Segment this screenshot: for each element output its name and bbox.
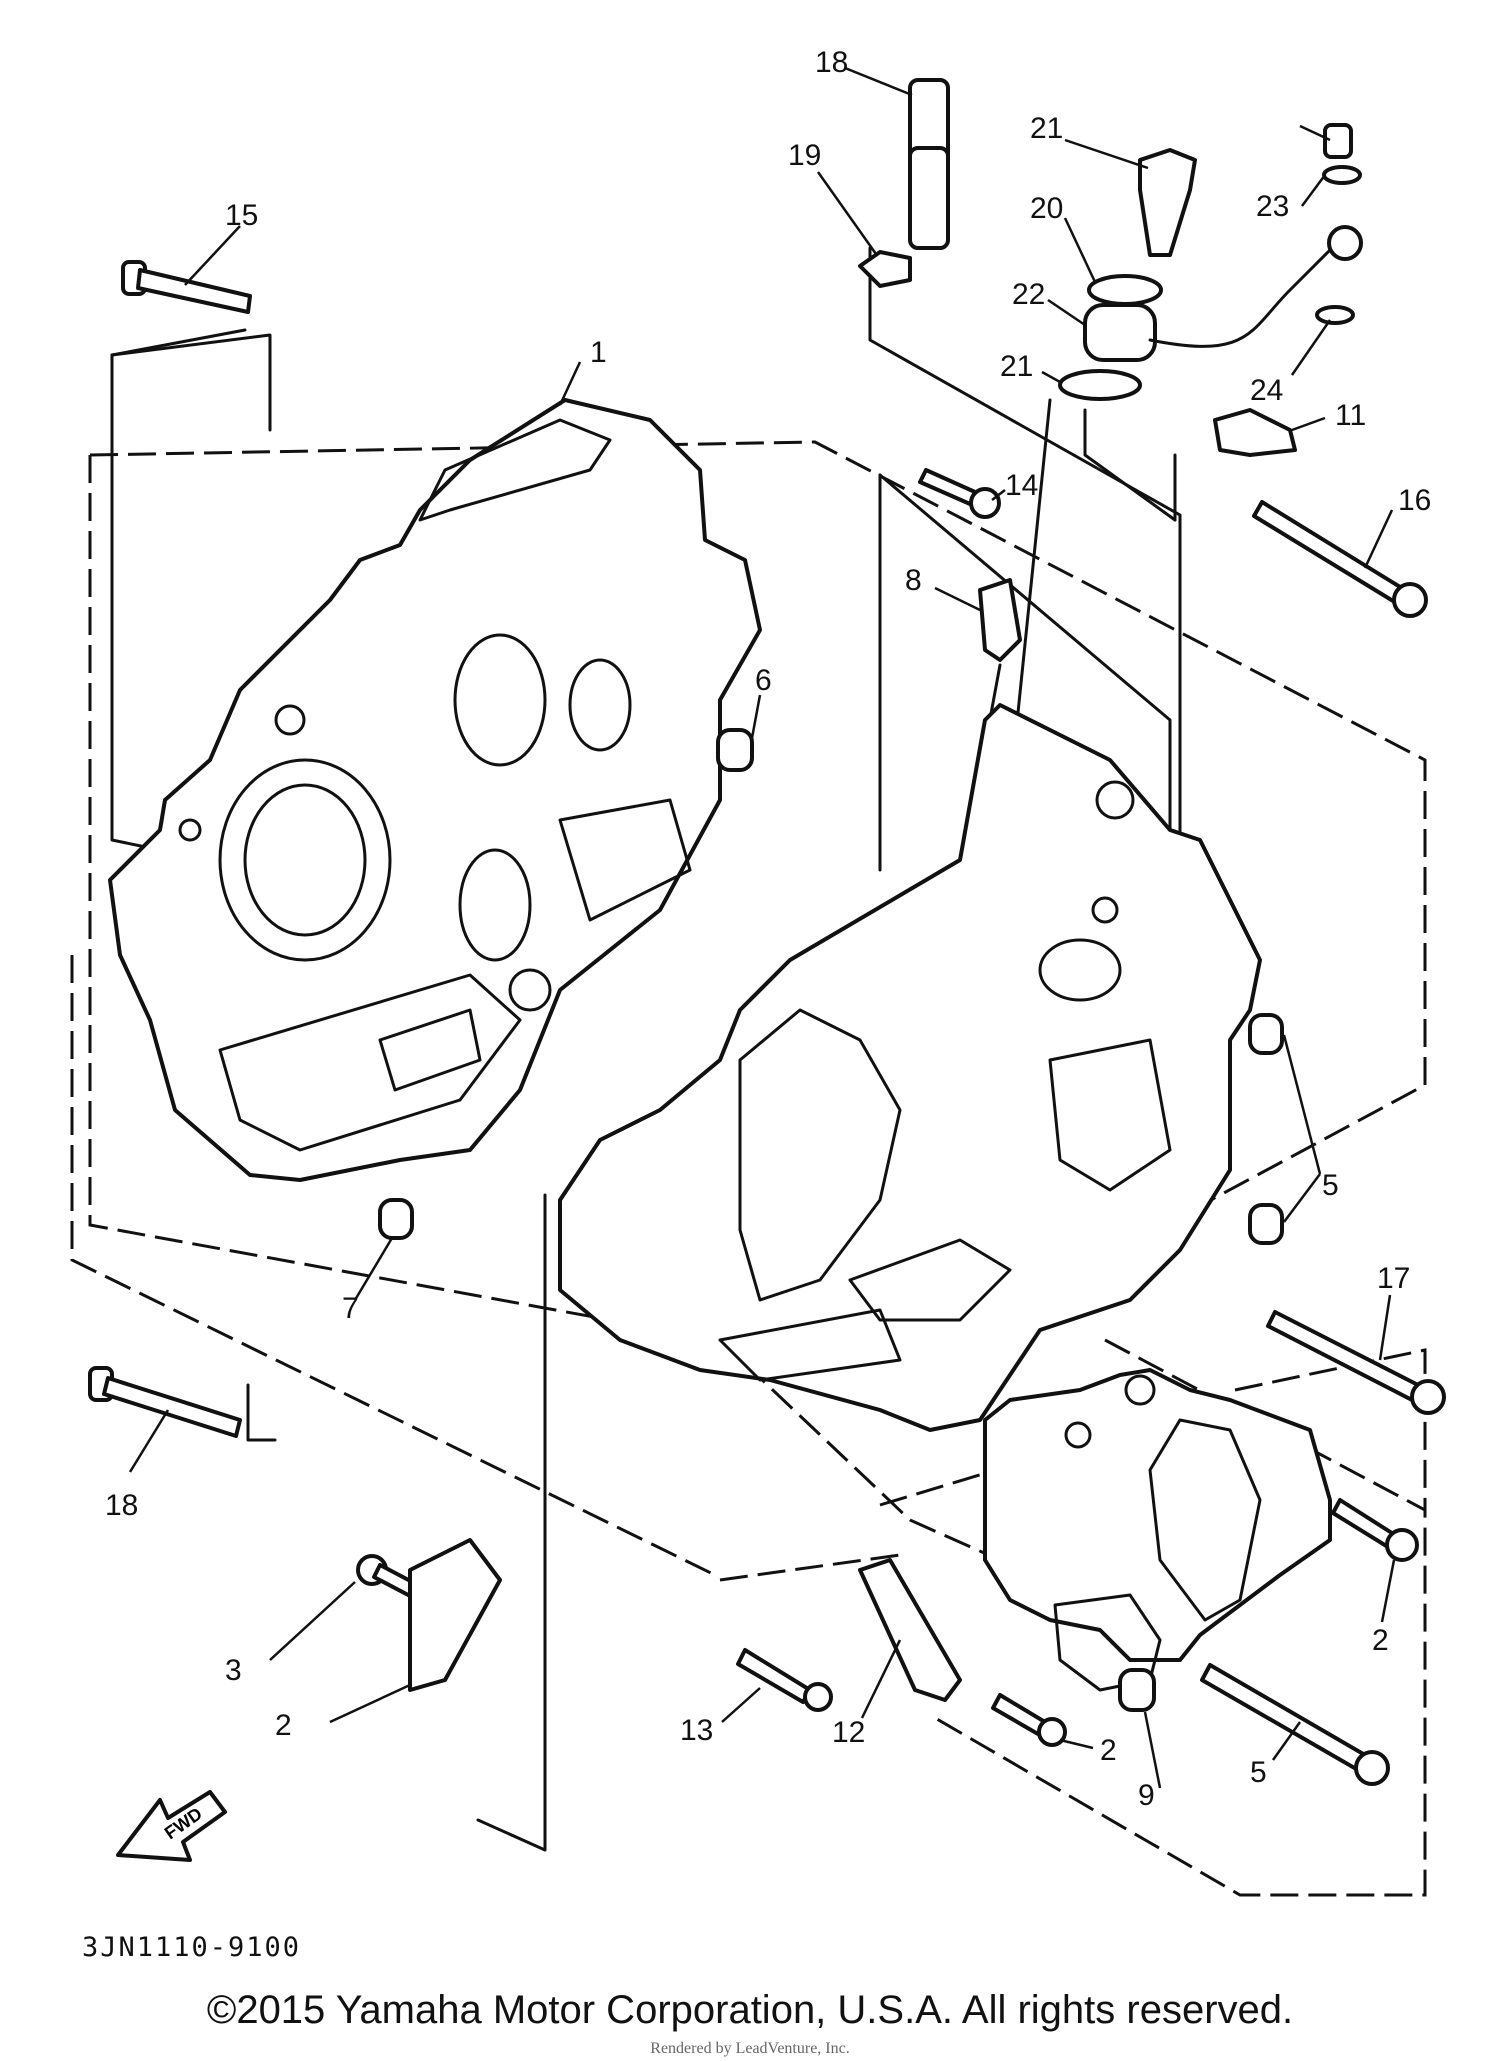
callout-24: 3 — [225, 1654, 242, 1687]
bolts — [88, 260, 1446, 1786]
hose-16 — [908, 146, 950, 250]
callout-labels: 18 19 21 20 22 21 23 24 11 16 14 8 15 1 … — [105, 46, 1431, 1812]
bolt-24 — [356, 1554, 420, 1599]
callout-19: 21 — [1030, 112, 1063, 145]
callout-18-lower: 21 — [1000, 350, 1033, 383]
callout-7: 9 — [1138, 1779, 1155, 1812]
oil-pipe — [1148, 248, 1332, 348]
bolt-12 — [121, 260, 252, 314]
fitting-6 — [978, 578, 1022, 662]
plate-23 — [408, 1538, 502, 1692]
gasket-18-upper — [1087, 274, 1163, 306]
bolt-2-lower — [991, 1693, 1067, 1747]
callout-16: 18 — [815, 46, 848, 79]
callout-12: 15 — [225, 199, 258, 232]
right-crankcase-half — [558, 703, 1262, 1432]
left-crankcase-half — [108, 398, 762, 1182]
crankcase-cover — [983, 1368, 1332, 1692]
dowel-5-lower — [378, 1198, 414, 1240]
dowel-3-lower — [1248, 1203, 1284, 1245]
dowel-5-upper — [716, 728, 754, 772]
callout-17: 19 — [788, 139, 821, 172]
clamp-17 — [858, 250, 912, 288]
callout-1: 1 — [590, 336, 607, 369]
gasket-18-lower — [1058, 369, 1142, 401]
gasket-21-upper — [1322, 165, 1362, 185]
callout-4: 5 — [1250, 1756, 1267, 1789]
bolt-14 — [1266, 1310, 1446, 1415]
bolt-10 — [918, 468, 1001, 519]
union-bolt-22 — [1323, 123, 1353, 159]
callout-5-lower: 7 — [342, 1292, 359, 1325]
fwd-arrow: FWD — [116, 1790, 227, 1862]
callout-3: 5 — [1322, 1169, 1339, 1202]
bolt-2-upper — [1331, 1498, 1419, 1562]
callout-15: 18 — [105, 1489, 138, 1522]
callout-10: 14 — [1005, 469, 1038, 502]
collar-7 — [1118, 1668, 1156, 1712]
callout-18-upper: 20 — [1030, 192, 1063, 225]
copyright-notice: ©2015 Yamaha Motor Corporation, U.S.A. A… — [206, 1988, 1294, 2032]
callout-9: 12 — [832, 1716, 865, 1749]
callout-20: 22 — [1012, 278, 1045, 311]
callout-13: 16 — [1398, 484, 1431, 517]
oil-delivery-parts — [408, 78, 1363, 1702]
dowel-pins — [378, 728, 1284, 1712]
callout-8: 11 — [1335, 399, 1366, 432]
callout-2-upper: 2 — [1372, 1624, 1389, 1657]
pipe-eye — [1327, 225, 1363, 261]
callout-5-upper: 6 — [755, 664, 772, 697]
dowel-3-upper — [1248, 1013, 1284, 1055]
union-bolt-19 — [1138, 148, 1197, 257]
callout-6: 8 — [905, 564, 922, 597]
callout-leaders — [128, 66, 1396, 1789]
callout-21-upper: 23 — [1256, 190, 1289, 223]
bracket-8 — [1213, 408, 1297, 457]
union-20 — [1083, 303, 1157, 362]
bolt-11 — [736, 1648, 833, 1712]
callout-11: 13 — [680, 1714, 713, 1747]
callout-2-lower: 2 — [1100, 1734, 1117, 1767]
gasket-21-lower — [1315, 305, 1355, 325]
callout-23: 2 — [275, 1709, 292, 1742]
rendered-by-note: Rendered by LeadVenture, Inc. — [650, 2040, 850, 2057]
callout-21-lower: 24 — [1250, 374, 1283, 407]
bolt-13 — [1252, 500, 1428, 618]
bolt-4 — [1200, 1663, 1390, 1786]
stay-9 — [858, 1558, 962, 1702]
callout-14: 17 — [1377, 1262, 1410, 1295]
bolt-15 — [88, 1366, 242, 1438]
part-code: 3JN1110-9100 — [82, 1932, 302, 1963]
